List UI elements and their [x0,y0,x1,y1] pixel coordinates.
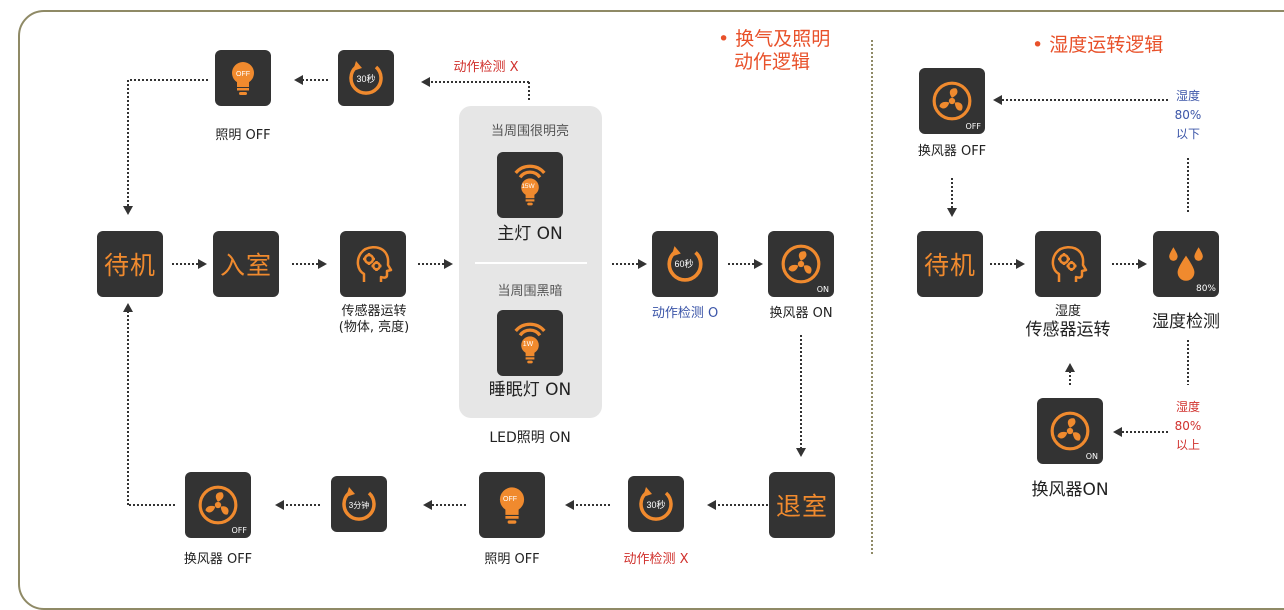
motion-detect-x-bottom-caption: 动作检测 X [623,552,689,567]
sensor-caption-line-2: (物体, 亮度) [338,320,410,336]
humidity-above-line-2: 80% [1174,419,1202,434]
sensor-caption-line-1: 传感器运转 [341,304,407,319]
fan-icon [197,484,239,526]
fan-status-label: ON [1085,452,1098,461]
panel-divider [475,262,587,264]
humidity-above-line-1: 湿度 [1175,400,1201,414]
hum-fan-on-caption: 换风器ON [1031,480,1109,500]
flow-connectors [123,40,1189,555]
fan-off-bottom-tile: OFF [185,472,251,538]
section-title-humidity: • 湿度运转逻辑 [1032,34,1164,56]
bulb-icon-label: OFF [503,496,517,503]
hum-sensor-tile [1035,231,1101,297]
timer-60s-tile: 60秒 [652,231,718,297]
timer-icon-label: 3分钟 [349,500,369,510]
light-off-top-caption: 照明 OFF [215,128,271,143]
bulb-icon: 1W [508,321,552,365]
fan-icon [931,80,973,122]
water-drops-icon [1165,243,1207,285]
hum-standby-tile: 待机 [917,231,983,297]
timer-icon: 60秒 [664,243,706,285]
led-lighting-caption: LED照明 ON [489,430,571,446]
humidity-below-line-2: 80% [1174,108,1202,123]
sensor-tile [340,231,406,297]
motion-detect-x-top-caption: 动作检测 X [453,60,519,75]
humidity-value-label: 80% [1195,284,1216,294]
main-light-caption: 主灯 ON [497,224,563,244]
timer-30s-bottom-tile: 30秒 [628,476,684,532]
timer-3min-tile: 3分钟 [331,476,387,532]
hum-sensor-caption-line-1: 湿度 [1054,304,1081,319]
light-off-bottom-tile: OFF [479,472,545,538]
main-light-tile: 15W [497,152,563,218]
bulb-icon: OFF [223,58,263,98]
sleep-light-tile: 1W [497,310,563,376]
hum-fan-off-tile: OFF [919,68,985,134]
humidity-above-80-label: 湿度 80% 以上 [1175,398,1202,456]
sleep-light-caption: 睡眠灯 ON [488,380,572,400]
bright-condition-label: 当周围很明亮 [490,124,570,139]
humidity-below-80-label: 湿度 80% 以下 [1175,87,1202,145]
humidity-detect-caption: 湿度检测 [1152,312,1220,332]
leave-room-tile: 退室 [769,472,835,538]
light-off-bottom-caption: 照明 OFF [484,552,540,567]
bulb-icon-label: 15W [521,183,535,190]
timer-30s-top-tile: 30秒 [338,50,394,106]
humidity-detect-tile: 80% [1153,231,1219,297]
timer-icon-label: 30秒 [356,73,375,84]
fan-status-label: OFF [231,526,248,535]
section-title-ventilation-lighting: • 换气及照明 动作逻辑 [718,28,830,74]
humidity-below-line-1: 湿度 [1175,89,1201,103]
dark-condition-label: 当周围黑暗 [497,284,563,299]
head-gear-icon [1046,242,1090,286]
section-title-line-2: 动作逻辑 [734,51,811,74]
motion-detect-o-caption: 动作检测 O [651,306,719,321]
timer-icon: 3分钟 [339,484,379,524]
hum-fan-off-caption: 换风器 OFF [917,144,987,159]
timer-icon: 30秒 [346,58,386,98]
fan-icon [780,243,822,285]
humidity-above-line-3: 以上 [1175,438,1201,453]
timer-icon: 30秒 [636,484,676,524]
hum-sensor-caption-line-2: 传感器运转 [1025,320,1111,341]
fan-status-label: ON [816,285,829,294]
timer-icon-label: 30秒 [646,499,665,510]
bulb-icon-label: OFF [236,71,250,78]
enter-room-tile: 入室 [213,231,279,297]
bulb-icon: 15W [508,163,552,207]
hum-fan-on-tile: ON [1037,398,1103,464]
bulb-icon: OFF [490,483,534,527]
bulb-icon-label: 1W [523,341,534,348]
sensor-caption: 传感器运转 (物体, 亮度) [339,304,409,337]
humidity-below-line-3: 以下 [1175,127,1201,142]
section-title-line-1: • 换气及照明 [718,28,831,50]
fan-status-label: OFF [965,122,982,131]
light-off-top-tile: OFF [215,50,271,106]
hum-sensor-caption: 湿度 传感器运转 [1026,304,1111,342]
fan-on-caption: 换风器 ON [769,306,833,321]
fan-on-tile: ON [768,231,834,297]
timer-icon-label: 60秒 [674,258,693,269]
standby-tile: 待机 [97,231,163,297]
fan-off-bottom-caption: 换风器 OFF [183,552,253,567]
fan-icon [1049,410,1091,452]
head-gear-icon [351,242,395,286]
